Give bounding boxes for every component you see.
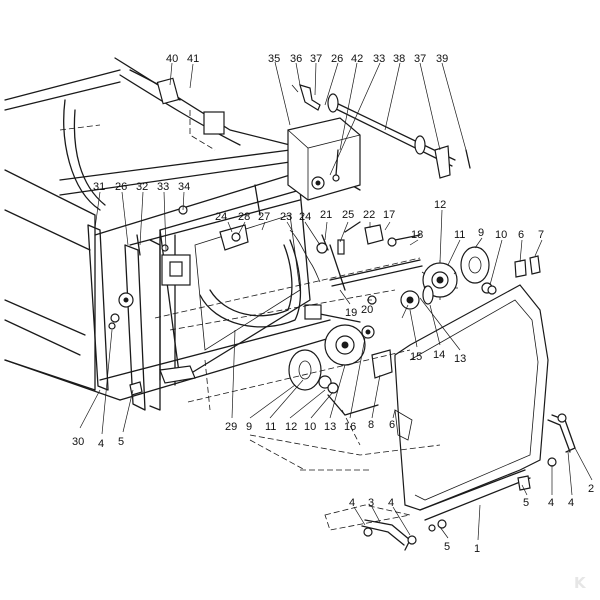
callout-13: 13: [454, 353, 466, 365]
callout-7: 7: [538, 229, 544, 241]
assembly-guides: [154, 257, 441, 471]
callout-18: 18: [411, 229, 423, 241]
callout-4: 4: [548, 497, 554, 509]
callout-17: 17: [383, 209, 395, 221]
callout-32: 32: [136, 181, 148, 193]
callout-23: 23: [280, 211, 292, 223]
callout-35: 35: [268, 53, 280, 65]
callout-4: 4: [98, 438, 104, 450]
side-cover-panel: [394, 284, 549, 521]
callout-20: 20: [361, 304, 373, 316]
callout-38: 38: [393, 53, 405, 65]
callout-9: 9: [478, 227, 484, 239]
callout-15: 15: [410, 351, 422, 363]
callout-6: 6: [389, 419, 395, 431]
callout-5: 5: [118, 436, 124, 448]
left-strut-assembly: [87, 205, 196, 411]
callout-12: 12: [285, 421, 297, 433]
leader-lines: [79, 61, 593, 541]
callout-16: 16: [344, 421, 356, 433]
callout-19: 19: [345, 307, 357, 319]
callout-22: 22: [363, 209, 375, 221]
callout-31: 31: [93, 181, 105, 193]
callout-37: 37: [310, 53, 322, 65]
callout-4: 4: [349, 497, 355, 509]
callout-24: 24: [215, 211, 227, 223]
sprocket-group-lower: [288, 304, 393, 416]
callout-21: 21: [320, 209, 332, 221]
callout-42: 42: [351, 53, 363, 65]
callout-10: 10: [495, 229, 507, 241]
callout-6: 6: [518, 229, 524, 241]
callout-36: 36: [290, 53, 302, 65]
callout-24: 24: [299, 211, 311, 223]
brand-watermark: K: [574, 574, 587, 592]
callout-12: 12: [434, 199, 446, 211]
callout-27: 27: [258, 211, 270, 223]
callout-40: 40: [166, 53, 178, 65]
callout-39: 39: [436, 53, 448, 65]
callout-26: 26: [331, 53, 343, 65]
chassis-frame: [4, 57, 361, 401]
callout-11: 11: [265, 421, 276, 433]
callout-26: 26: [115, 181, 127, 193]
callout-33: 33: [373, 53, 385, 65]
callout-11: 11: [454, 229, 465, 241]
callout-2: 2: [588, 483, 594, 495]
center-linkage: [199, 184, 423, 328]
watermark-logo: K: [574, 574, 587, 592]
callout-4: 4: [568, 497, 574, 509]
callout-labels: 40 41 35 36 37 26 42 33 38 37 39 31 26 3…: [72, 53, 594, 555]
callout-37: 37: [414, 53, 426, 65]
callout-41: 41: [187, 53, 199, 65]
callout-3: 3: [368, 497, 374, 509]
callout-5: 5: [523, 497, 529, 509]
callout-30: 30: [72, 436, 84, 448]
callout-13: 13: [324, 421, 336, 433]
callout-5: 5: [444, 541, 450, 553]
callout-14: 14: [433, 349, 445, 361]
callout-34: 34: [178, 181, 190, 193]
callout-25: 25: [342, 209, 354, 221]
sprocket-group-upper: [367, 246, 541, 319]
callout-4: 4: [388, 497, 394, 509]
callout-10: 10: [304, 421, 316, 433]
callout-9: 9: [246, 421, 252, 433]
callout-8: 8: [368, 419, 374, 431]
callout-33: 33: [157, 181, 169, 193]
callout-29: 29: [225, 421, 237, 433]
callout-28: 28: [238, 211, 250, 223]
callout-1: 1: [474, 543, 480, 555]
